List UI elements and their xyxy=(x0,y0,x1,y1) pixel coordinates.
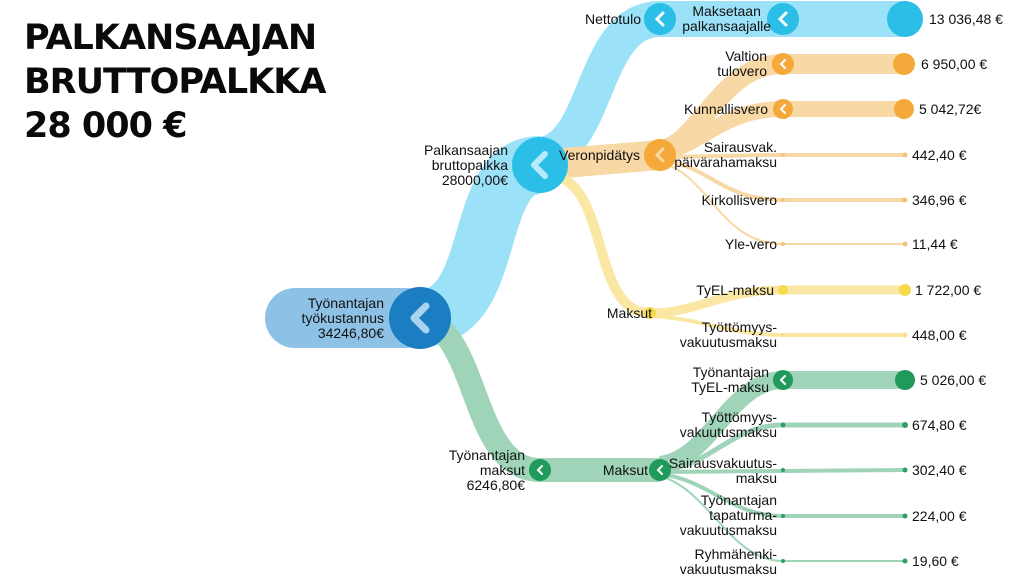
group-life-amount: 19,60 € xyxy=(912,553,959,569)
state-tax-chevron-icon[interactable] xyxy=(772,53,794,75)
employer-unemployment-label: Työttömyys- vakuutusmaksu xyxy=(679,409,777,440)
net-end-dot xyxy=(887,1,923,37)
unemployment-label: Työttömyys- vakuutusmaksu xyxy=(679,319,777,350)
sickness-allowance-amount: 442,40 € xyxy=(912,147,967,163)
employer-node-chevron-icon[interactable] xyxy=(529,459,551,481)
employer-tyel-label: Työnantajan TyEL-maksu xyxy=(691,364,769,395)
health-insurance-amount: 302,40 € xyxy=(912,462,967,478)
page-title: PALKANSAAJAN BRUTTOPALKKA 28 000 € xyxy=(24,16,327,148)
root-node-chevron-icon[interactable] xyxy=(389,287,451,349)
title-line-3: 28 000 € xyxy=(24,106,187,146)
sickness-allowance-label: Sairausvak. päivärahamaksu xyxy=(674,139,777,170)
church-tax-amount: 346,96 € xyxy=(912,192,967,208)
yle-tax-label: Yle-vero xyxy=(724,236,777,252)
tyel-label: TyEL-maksu xyxy=(696,282,774,298)
withholding-node-chevron-icon[interactable] xyxy=(644,139,676,171)
title-line-2: BRUTTOPALKKA xyxy=(24,62,327,102)
title-line-1: PALKANSAAJAN xyxy=(24,18,317,58)
group-life-label: Ryhmähenki- vakuutusmaksu xyxy=(679,546,777,577)
health-insurance-label: Sairausvakuutus- maksu xyxy=(668,455,777,486)
state-tax-amount: 6 950,00 € xyxy=(921,56,988,72)
root-pill xyxy=(265,288,435,348)
state-tax-label: Valtion tulovero xyxy=(717,48,767,79)
employer-fees-node-chevron-icon[interactable] xyxy=(649,459,671,481)
employer-fees-label: Maksut xyxy=(602,462,648,478)
municipal-tax-amount: 5 042,72€ xyxy=(919,101,982,117)
withholding-label: Veronpidätys xyxy=(559,147,640,163)
net-node-chevron-icon[interactable] xyxy=(644,3,676,35)
municipal-tax-label: Kunnallisvero xyxy=(683,101,768,117)
flow-gross-to-fees xyxy=(549,170,651,318)
church-tax-label: Kirkollisvero xyxy=(701,192,777,208)
employer-label: Työnantajan maksut 6246,80€ xyxy=(448,447,525,493)
paid-label: Maksetaan palkansaajalle xyxy=(682,3,771,34)
net-label: Nettotulo xyxy=(584,11,641,27)
employer-tyel-chevron-icon[interactable] xyxy=(773,370,793,390)
municipal-tax-chevron-icon[interactable] xyxy=(773,99,793,119)
root-label: Työnantajan työkustannus 34246,80€ xyxy=(301,295,385,341)
employer-unemployment-amount: 674,80 € xyxy=(912,417,967,433)
employee-fees-label: Maksut xyxy=(606,305,652,321)
accident-insurance-amount: 224,00 € xyxy=(912,508,967,524)
net-amount: 13 036,48 € xyxy=(929,11,1003,27)
tyel-amount: 1 722,00 € xyxy=(915,282,982,298)
yle-tax-amount: 11,44 € xyxy=(912,236,958,252)
paid-node-chevron-icon[interactable] xyxy=(767,3,799,35)
employer-tyel-amount: 5 026,00 € xyxy=(920,372,987,388)
unemployment-amount: 448,00 € xyxy=(912,327,967,343)
gross-node-chevron-icon[interactable] xyxy=(512,137,568,193)
accident-insurance-label: Työnantajan tapaturma- vakuutusmaksu xyxy=(679,492,777,538)
flow-gross-to-net xyxy=(536,1,662,173)
employee-fees-node[interactable] xyxy=(644,307,656,319)
gross-label: Palkansaajan bruttopalkka 28000,00€ xyxy=(423,142,508,188)
